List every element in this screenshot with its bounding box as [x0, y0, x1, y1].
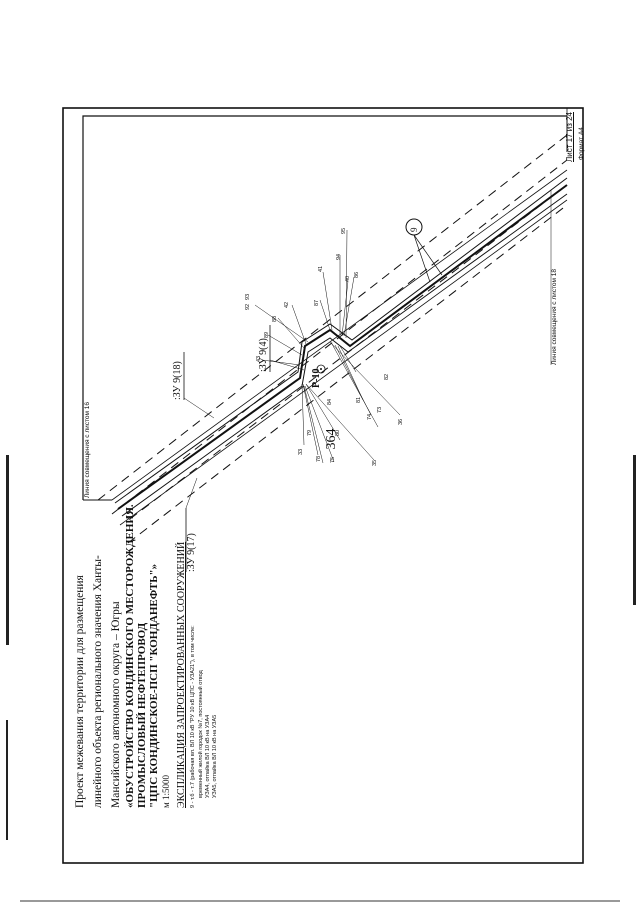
pt-81: 81	[356, 396, 362, 403]
pt-36: 36	[398, 418, 404, 425]
pt-78: 78	[316, 455, 322, 462]
area-id-label: 9	[409, 227, 419, 233]
area-id-arrows	[413, 234, 443, 283]
pt-41: 41	[318, 265, 324, 272]
zu17-leader	[185, 477, 198, 509]
pt-42: 42	[284, 301, 290, 308]
pt-95: 95	[341, 227, 347, 234]
pt-43: 43	[256, 355, 262, 362]
pt-82: 82	[384, 373, 390, 380]
pt-93: 93	[245, 293, 251, 300]
scan-edge-bottom	[20, 900, 620, 902]
pt-80: 80	[335, 429, 341, 436]
pt-75: 75	[330, 456, 336, 463]
title-line-1: Проект межевания территории для размещен…	[74, 575, 86, 808]
pt-73: 73	[377, 406, 383, 413]
pt-84: 84	[327, 398, 333, 405]
allotment-border	[111, 169, 568, 526]
zu-18-label: :ЗУ 9(18)	[172, 361, 183, 400]
sheet-number-label: Лист 17 из 24	[565, 112, 574, 162]
boundary-dashed	[97, 134, 568, 544]
scale-label: м 1:5000	[161, 775, 171, 808]
explication-row-2: временный жилой городок №7, постоянный о…	[198, 670, 204, 798]
pt-87: 87	[314, 299, 320, 306]
pt-40: 40	[345, 275, 351, 282]
explication-row-1: 9 - т.б - т.7 (рабочая вл. ВЛ 10 кВ "РУ …	[190, 625, 196, 808]
match-line-left-label: Линия совмещения с листом 16	[84, 401, 91, 498]
explication-heading: ЭКСПЛИКАЦИЯ ЗАПРОЕКТИРОВАННЫХ СООРУЖЕНИЙ	[176, 541, 187, 808]
pt-89: 89	[264, 331, 270, 338]
point-marker	[316, 364, 326, 374]
match-line-right-label: Линия совмещения с листом 18	[551, 268, 558, 365]
pt-33: 33	[298, 448, 304, 455]
pt-94: 94	[336, 253, 342, 260]
zu18-leader	[183, 397, 215, 419]
leader-lines	[254, 229, 401, 464]
power-line	[114, 177, 568, 517]
scan-edge-left-2	[6, 720, 8, 840]
explication-row-3: УЗА4, отпайка ВЛ 10 кВ на УЗА4	[205, 714, 211, 798]
pt-79: 79	[307, 429, 313, 436]
point-marker-dot	[320, 368, 322, 370]
object-name-3: "ЦПС КОНДИНСКОЕ-ПСП "КОНДАНЕФТЬ"»	[148, 563, 160, 808]
pt-88: 88	[272, 315, 278, 322]
point-label: Р-10	[311, 368, 322, 388]
scan-edge-right	[633, 455, 636, 605]
title-line-2: линейного объекта регионального значения…	[92, 555, 104, 808]
zu-17-label: :ЗУ 9(17)	[186, 533, 197, 572]
format-label: Формат А4	[578, 127, 585, 160]
explication-row-4: УЗА5, отпайка ВЛ 10 кВ на УЗА5	[212, 714, 218, 798]
scan-edge-left	[6, 455, 9, 645]
zu4-leader	[269, 359, 305, 371]
pt-35: 35	[372, 459, 378, 466]
pt-86: 86	[354, 271, 360, 278]
pt-92: 92	[245, 303, 251, 310]
map-frame	[82, 115, 567, 500]
pt-74: 74	[367, 413, 373, 420]
sheet-frame	[62, 107, 584, 864]
